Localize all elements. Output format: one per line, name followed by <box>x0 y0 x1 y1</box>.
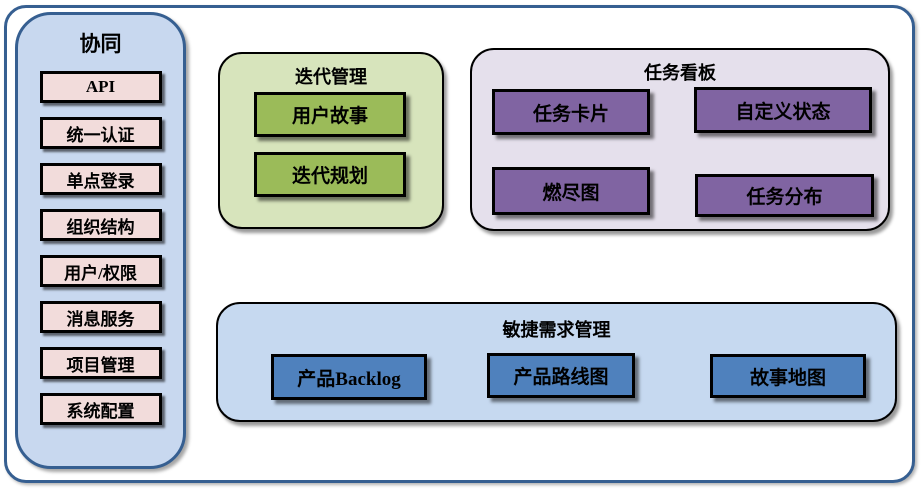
product-roadmap-box: 产品路线图 <box>487 353 635 398</box>
task-card-box: 任务卡片 <box>492 89 650 135</box>
sidebar-item-sso: 单点登录 <box>39 163 162 195</box>
sidebar-item-org-structure: 组织结构 <box>39 209 162 241</box>
iteration-group-title: 迭代管理 <box>295 67 367 87</box>
sidebar-item-system-config: 系统配置 <box>39 393 162 425</box>
agile-requirement-group: 敏捷需求管理 产品Backlog 产品路线图 故事地图 <box>216 302 897 422</box>
user-story-box: 用户故事 <box>254 92 406 137</box>
collaboration-title: 协同 <box>79 33 122 56</box>
iteration-management-group: 迭代管理 用户故事 迭代规划 <box>218 52 444 229</box>
taskboard-group-title: 任务看板 <box>644 63 716 83</box>
task-board-group: 任务看板 任务卡片 自定义状态 燃尽图 任务分布 <box>470 48 890 231</box>
sidebar-item-project-mgmt: 项目管理 <box>39 347 162 379</box>
collaboration-panel: 协同 API 统一认证 单点登录 组织结构 用户/权限 消息服务 项目管理 系统… <box>15 12 186 469</box>
custom-status-box: 自定义状态 <box>694 87 872 133</box>
burndown-chart-box: 燃尽图 <box>492 167 650 215</box>
agile-group-title: 敏捷需求管理 <box>502 320 611 340</box>
sidebar-item-api: API <box>39 71 162 103</box>
sidebar-item-user-permissions: 用户/权限 <box>39 255 162 287</box>
story-map-box: 故事地图 <box>710 354 866 398</box>
sidebar-item-unified-auth: 统一认证 <box>39 117 162 149</box>
product-backlog-box: 产品Backlog <box>271 354 427 400</box>
sidebar-item-message-service: 消息服务 <box>39 301 162 333</box>
task-distribution-box: 任务分布 <box>695 174 874 217</box>
iteration-plan-box: 迭代规划 <box>254 152 406 197</box>
collaboration-item-list: API 统一认证 单点登录 组织结构 用户/权限 消息服务 项目管理 系统配置 <box>18 71 183 425</box>
